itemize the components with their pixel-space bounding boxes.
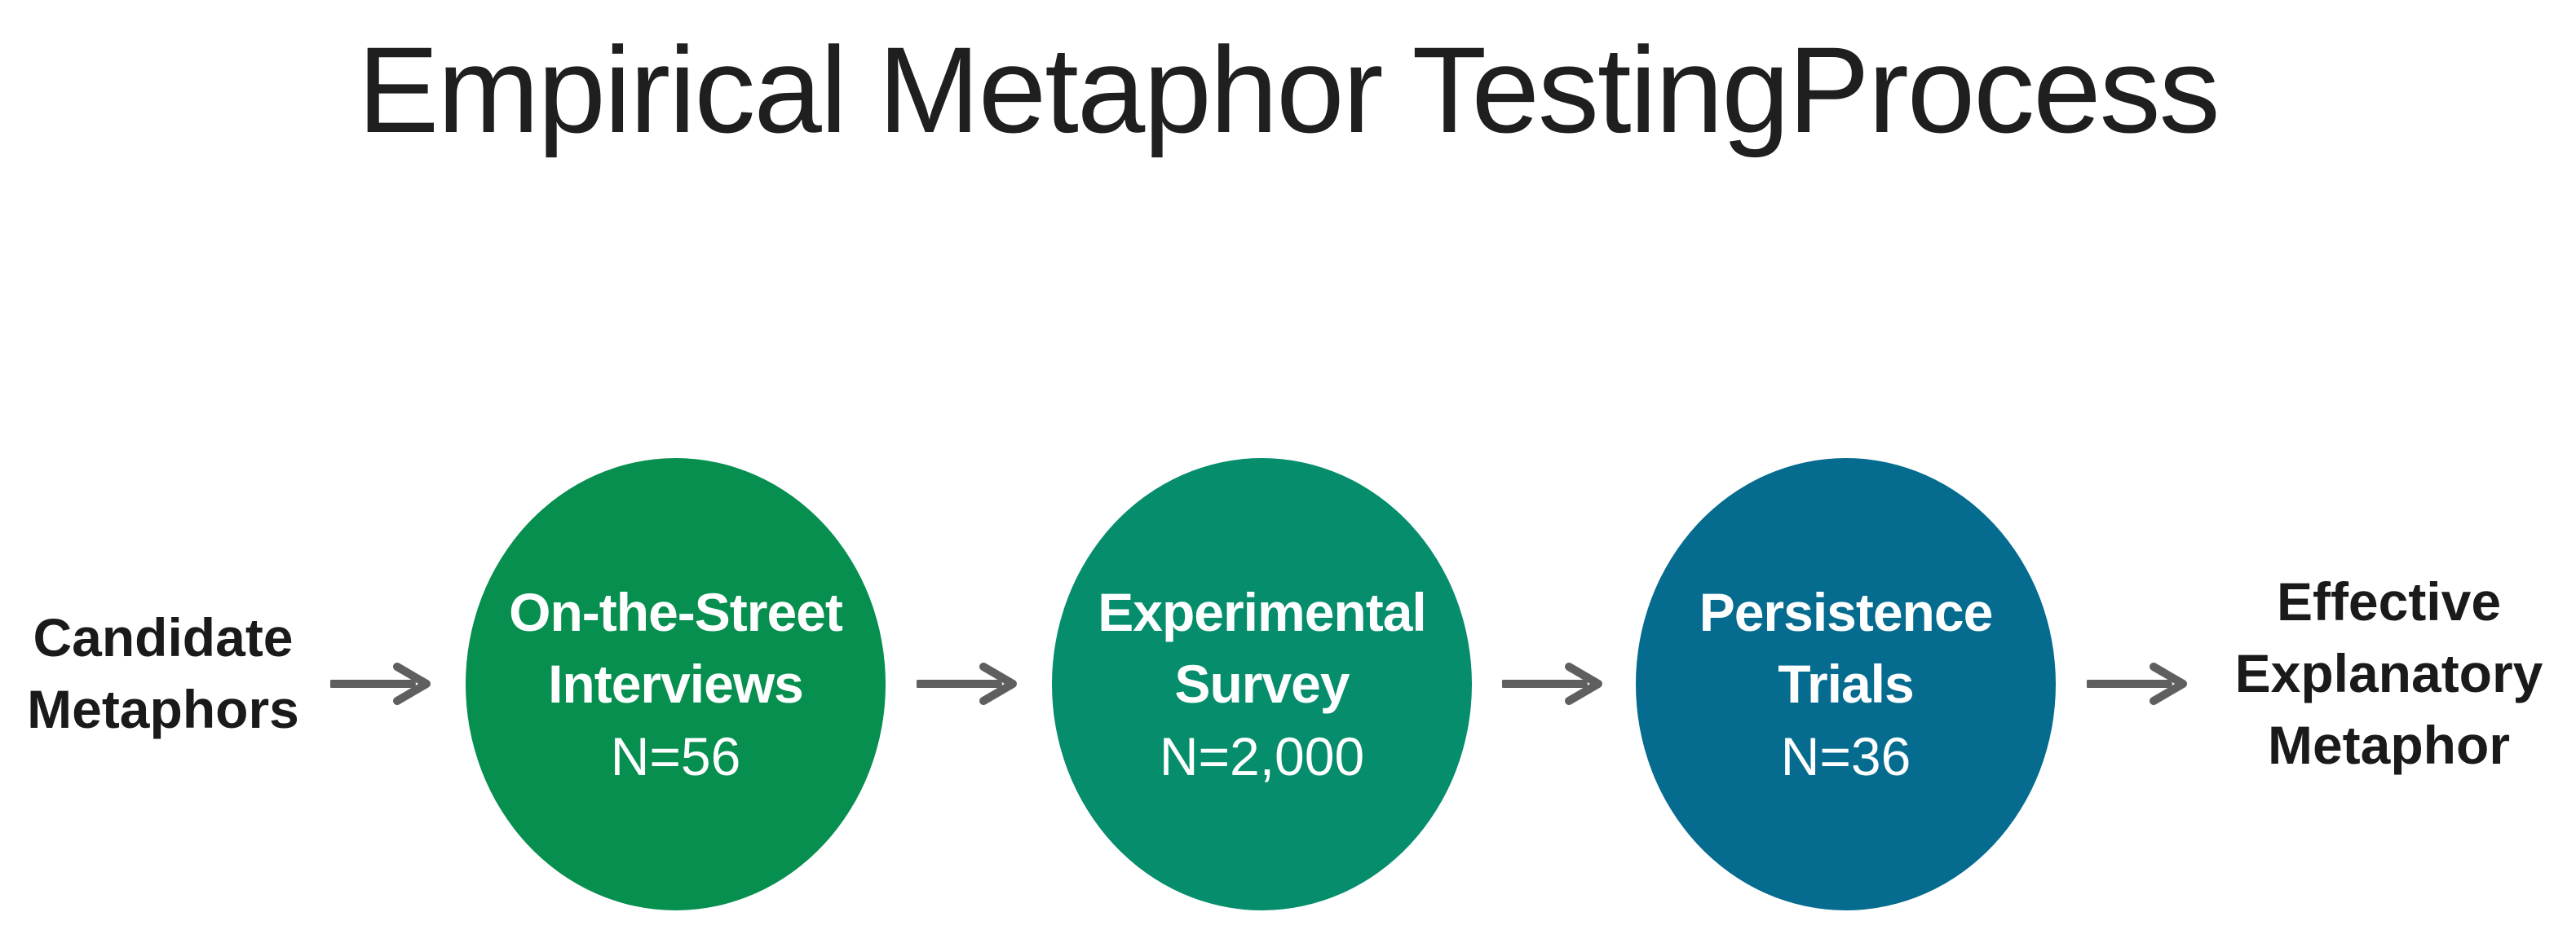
step-3-label-line-1: Persistence <box>1699 581 1994 642</box>
step-circle-on-the-street-interviews: On-the-Street Interviews N=56 <box>466 458 886 910</box>
start-label-line-2: Metaphors <box>27 679 299 739</box>
end-label-line-2: Explanatory <box>2234 643 2543 703</box>
right-arrow-icon <box>2087 663 2187 705</box>
step-2-label-line-2: Survey <box>1174 653 1350 714</box>
step-3-sample-size: N=36 <box>1780 725 1911 787</box>
start-node-candidate-metaphors: Candidate Metaphors <box>8 601 318 745</box>
step-1-sample-size: N=56 <box>610 725 741 787</box>
end-node-effective-explanatory-metaphor: Effective Explanatory Metaphor <box>2202 566 2576 781</box>
end-label-line-3: Metaphor <box>2268 715 2510 775</box>
start-label-line-1: Candidate <box>33 607 294 668</box>
step-circle-experimental-survey: Experimental Survey N=2,000 <box>1052 458 1472 910</box>
diagram-title: Empirical Metaphor TestingProcess <box>357 21 2220 158</box>
right-arrow-icon <box>1502 663 1602 705</box>
end-label-line-1: Effective <box>2276 571 2502 632</box>
right-arrow-icon <box>917 663 1017 705</box>
step-2-sample-size: N=2,000 <box>1159 725 1365 787</box>
step-3-label-line-2: Trials <box>1778 653 1914 714</box>
step-1-label-line-2: Interviews <box>548 653 804 714</box>
step-1-label-line-1: On-the-Street <box>509 581 843 642</box>
step-2-label-line-1: Experimental <box>1098 581 1426 642</box>
right-arrow-icon <box>330 663 431 705</box>
step-circle-persistence-trials: Persistence Trials N=36 <box>1636 458 2056 910</box>
